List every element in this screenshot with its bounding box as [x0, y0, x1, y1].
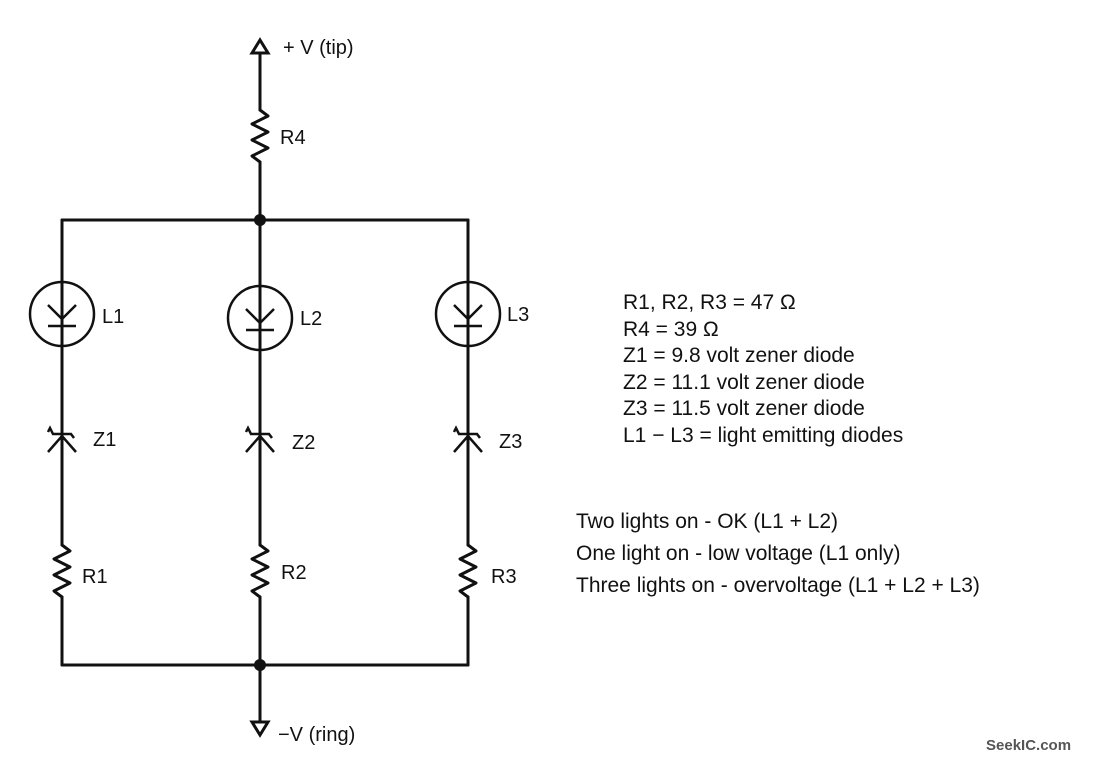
spec-line: Z1 = 9.8 volt zener diode: [623, 344, 855, 367]
positive-terminal: [249, 37, 271, 112]
status-legend: Two lights on - OK (L1 + L2) One light o…: [576, 506, 980, 602]
positive-terminal-label: + V (tip): [283, 37, 354, 59]
branch-2: L2 Z2 R2: [226, 218, 322, 667]
zener-z3-icon: [452, 425, 483, 453]
branch-3: L3 Z3 R3: [434, 218, 529, 667]
spec-line: Z2 = 11.1 volt zener diode: [623, 370, 865, 394]
spec-line: R1, R2, R3 = 47 Ω: [623, 291, 796, 314]
resistor-r4-icon: [250, 108, 270, 164]
led-l1-icon: [28, 280, 96, 348]
spec-line: Z3 = 11.5 volt zener diode: [623, 397, 865, 420]
branch-1: L1 Z1 R1: [28, 218, 124, 667]
status-line: One light on - low voltage (L1 only): [576, 542, 901, 565]
label-z1: Z1: [93, 429, 116, 451]
led-l2-icon: [226, 284, 294, 352]
label-r2: R2: [281, 562, 307, 584]
spec-line: L1 − L3 = light emitting diodes: [623, 423, 904, 447]
resistor-r3-icon: [458, 543, 478, 599]
label-z3: Z3: [499, 431, 522, 453]
label-r3: R3: [491, 566, 517, 588]
negative-terminal-label: −V (ring): [278, 724, 355, 746]
watermark: SeekIC.com: [986, 737, 1072, 754]
label-r4: R4: [280, 127, 306, 149]
label-l1: L1: [102, 306, 124, 328]
resistor-r2-icon: [250, 543, 270, 599]
resistor-r1-icon: [52, 543, 72, 599]
label-l2: L2: [300, 308, 322, 330]
component-specs: R1, R2, R3 = 47 Ω R4 = 39 Ω Z1 = 9.8 vol…: [623, 290, 903, 449]
led-l3-icon: [434, 280, 502, 348]
status-line: Three lights on - overvoltage (L1 + L2 +…: [576, 574, 980, 597]
status-line: Two lights on - OK (L1 + L2): [576, 510, 839, 533]
negative-terminal-arrow-icon: [249, 720, 271, 738]
spec-line: R4 = 39 Ω: [623, 317, 719, 341]
label-r1: R1: [82, 566, 108, 588]
zener-z2-icon: [244, 425, 275, 453]
label-l3: L3: [507, 304, 529, 326]
positive-terminal-arrow-icon: [249, 37, 271, 55]
label-z2: Z2: [292, 432, 315, 454]
zener-z1-icon: [46, 425, 77, 453]
